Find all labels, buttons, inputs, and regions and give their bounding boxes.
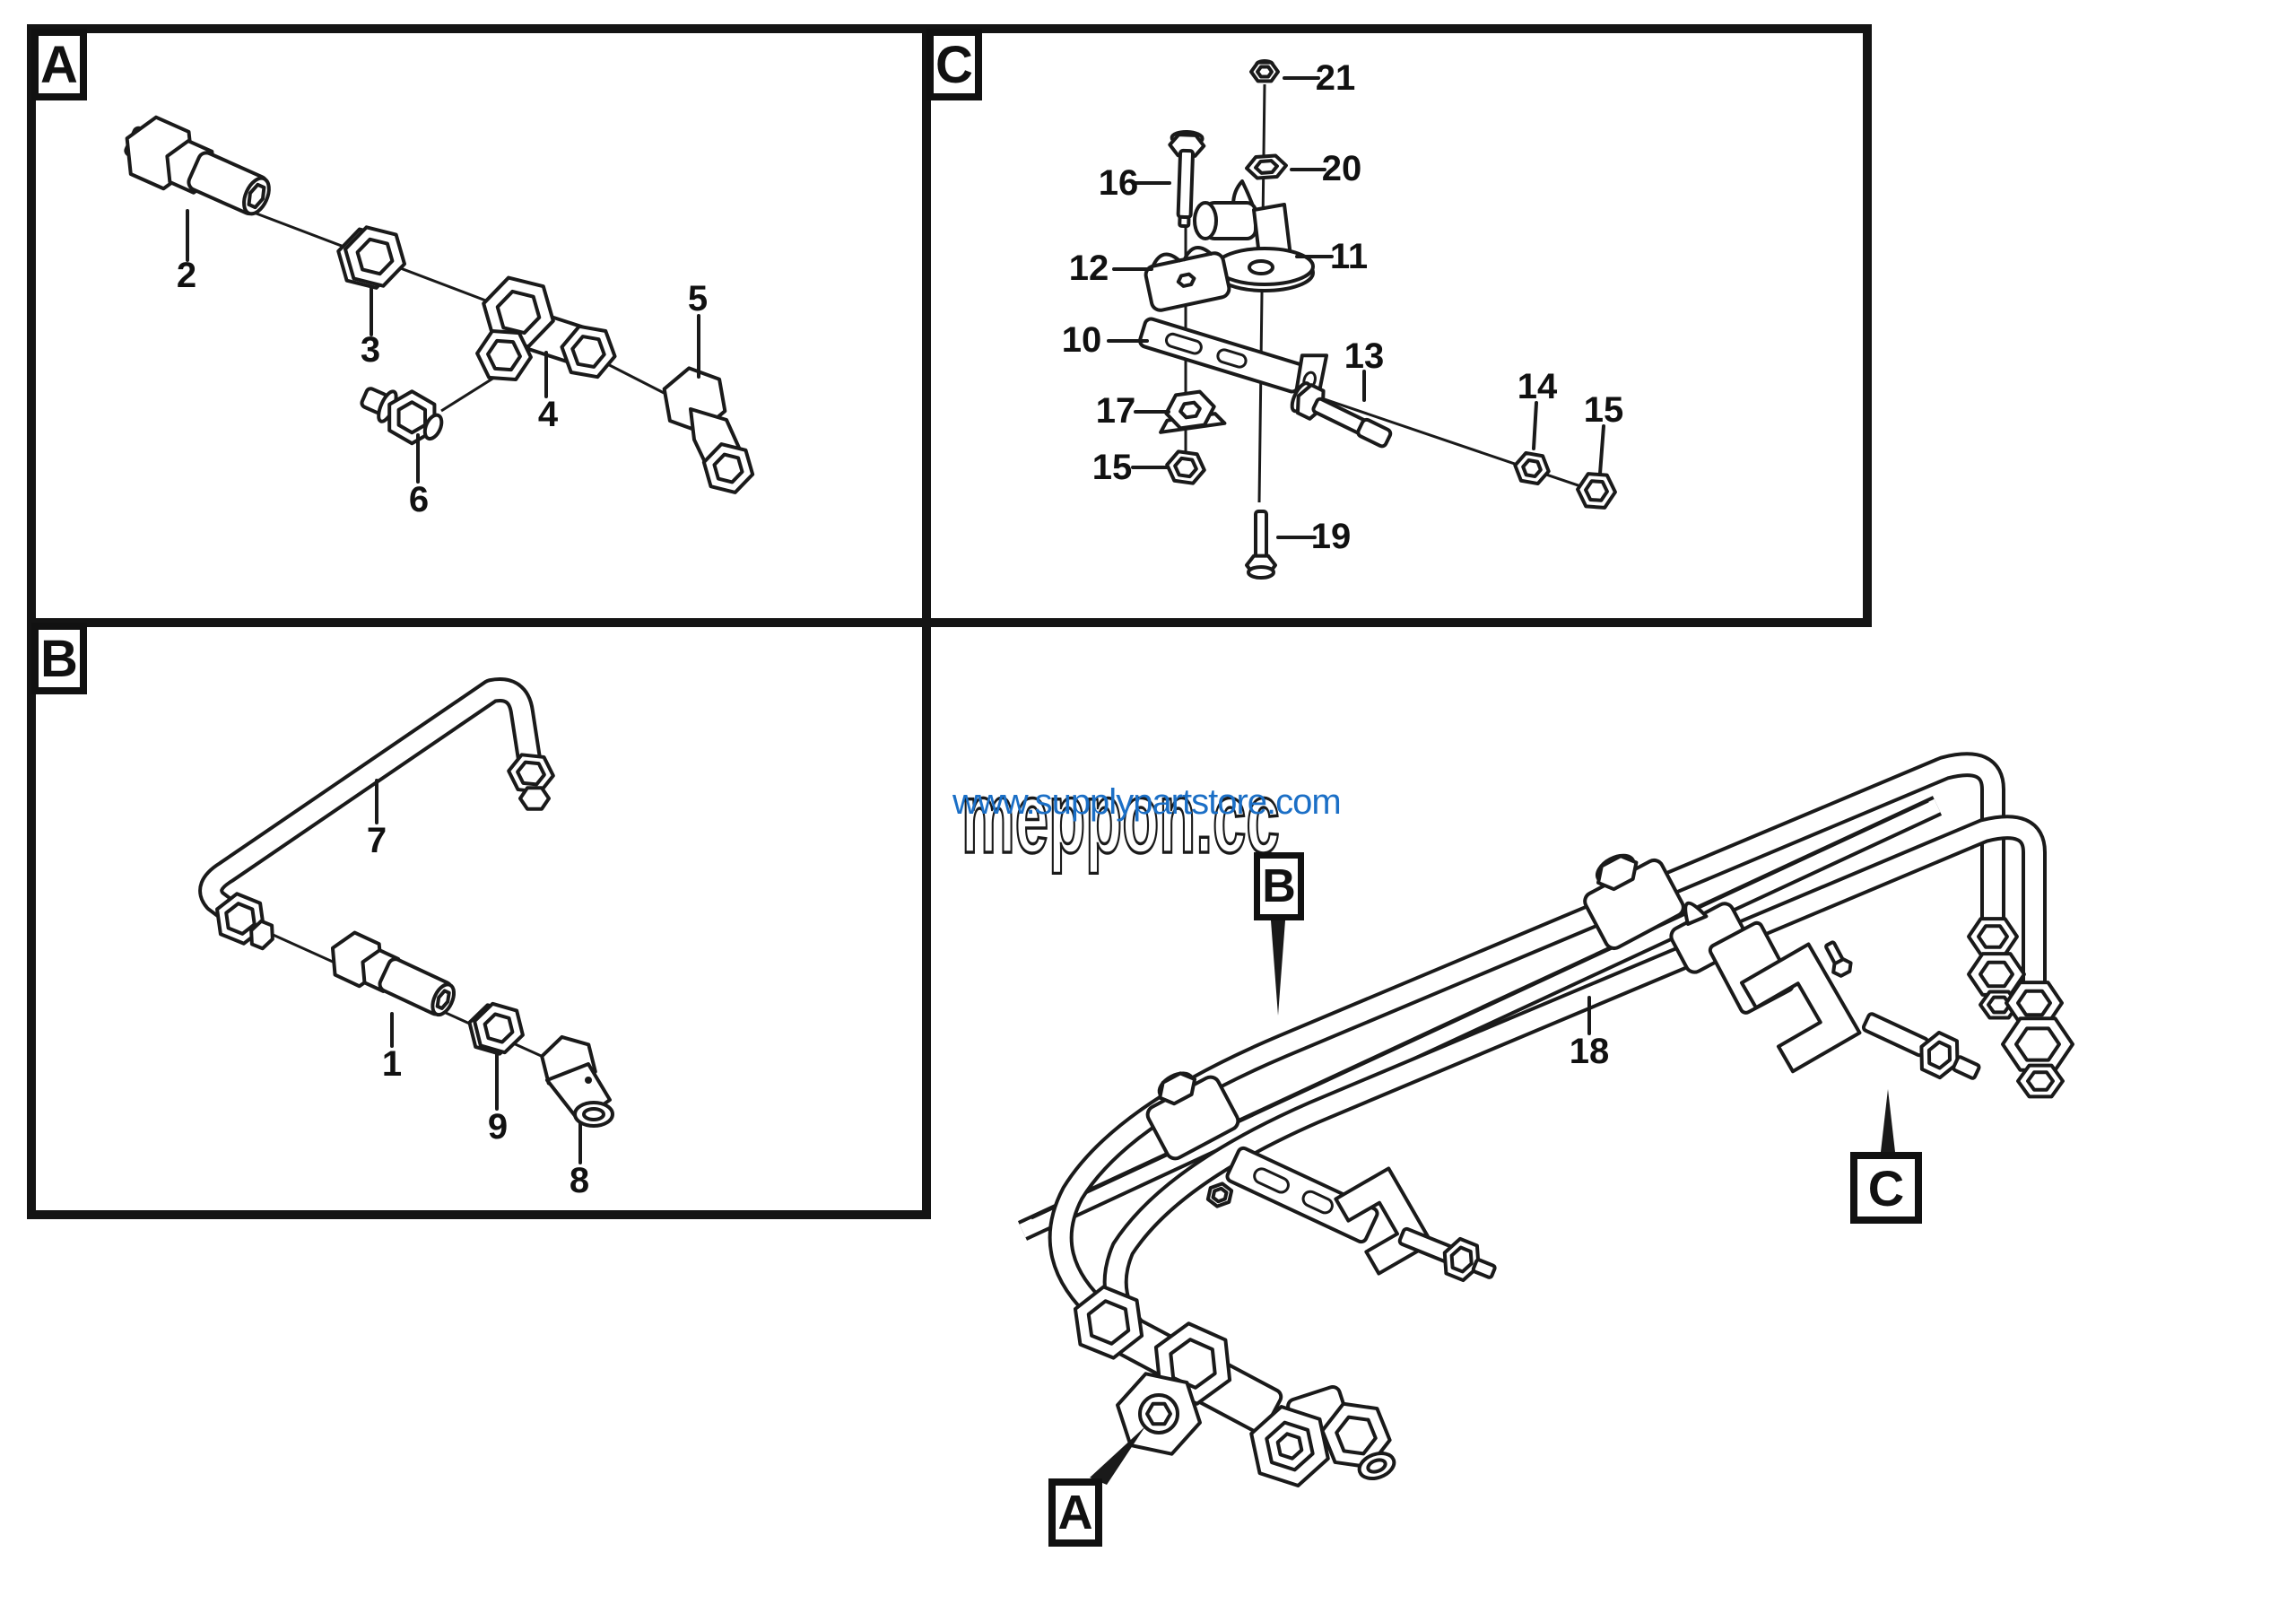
panel-b-letter: B bbox=[40, 629, 78, 688]
part-11-bracket bbox=[1193, 179, 1315, 292]
callout-b-arrow bbox=[1271, 920, 1285, 1016]
rear-pipe bbox=[1048, 752, 2005, 1323]
panel-a-letter: A bbox=[40, 35, 78, 94]
part-label-19: 19 bbox=[1310, 517, 1352, 556]
main-callout-a-box: A bbox=[1048, 1478, 1102, 1547]
part-6-connector bbox=[354, 373, 450, 453]
part-1-fitting bbox=[323, 927, 461, 1025]
panel-c-letter: C bbox=[935, 35, 973, 94]
panel-c-art bbox=[1107, 61, 1616, 578]
panel-frames bbox=[27, 24, 1872, 1219]
main-callout-b-letter: B bbox=[1262, 860, 1296, 912]
manifold-cluster bbox=[1064, 1280, 1397, 1492]
part-label-9: 9 bbox=[487, 1107, 509, 1147]
part-label-3: 3 bbox=[360, 330, 381, 370]
watermark-brand-text: meppon.cc bbox=[961, 762, 1281, 874]
panel-a-art bbox=[115, 110, 759, 496]
part-label-18: 18 bbox=[1569, 1032, 1610, 1071]
part-label-1: 1 bbox=[381, 1044, 403, 1084]
part-21-nut bbox=[1251, 61, 1278, 81]
lower-clamp-group bbox=[1136, 1058, 1500, 1289]
part-9-nut bbox=[464, 999, 529, 1059]
main-callout-a-letter: A bbox=[1057, 1486, 1093, 1539]
panel-b-art bbox=[209, 677, 613, 1164]
panel-b-leader-lines bbox=[375, 779, 582, 1164]
panel-c-leader-lines bbox=[1107, 76, 1605, 539]
part-13-bolt bbox=[1289, 380, 1393, 454]
panel-b-label-box: B bbox=[31, 623, 87, 694]
callout-c-arrow bbox=[1881, 1089, 1895, 1152]
part-5-elbow bbox=[655, 362, 758, 495]
part-16-bolt bbox=[1167, 131, 1205, 229]
part-label-2: 2 bbox=[176, 256, 197, 295]
part-label-5: 5 bbox=[687, 279, 709, 318]
part-19-bolt bbox=[1247, 510, 1275, 578]
part-label-10: 10 bbox=[1061, 320, 1102, 360]
upper-clamp-group bbox=[1572, 839, 1986, 1091]
panel-c-label-box: C bbox=[926, 29, 982, 100]
main-callout-c-box: C bbox=[1850, 1152, 1922, 1224]
part-label-4: 4 bbox=[537, 395, 559, 434]
part-label-21: 21 bbox=[1315, 58, 1356, 98]
part-label-20: 20 bbox=[1321, 149, 1362, 188]
part-12-clamp-block bbox=[1144, 246, 1231, 312]
part-label-15-right: 15 bbox=[1583, 390, 1624, 430]
part-14-nut bbox=[1513, 451, 1552, 484]
main-callout-b-box: B bbox=[1254, 852, 1304, 920]
bracket-bar-18 bbox=[1017, 796, 1943, 1241]
main-callout-c-letter: C bbox=[1867, 1159, 1905, 1216]
part-label-12: 12 bbox=[1068, 249, 1109, 288]
part-label-13: 13 bbox=[1344, 336, 1385, 376]
part-label-17: 17 bbox=[1095, 391, 1136, 431]
part-7-pipe bbox=[209, 677, 555, 951]
part-label-15-left: 15 bbox=[1091, 448, 1133, 487]
panel-a-leader-lines bbox=[186, 209, 700, 484]
part-17-flange-nut bbox=[1156, 388, 1225, 432]
part-8-elbow bbox=[535, 1033, 613, 1126]
part-2-fitting bbox=[115, 110, 279, 229]
panel-a-label-box: A bbox=[31, 29, 87, 100]
part-label-8: 8 bbox=[569, 1161, 590, 1200]
part-4-tee-fitting bbox=[475, 274, 619, 380]
part-label-11: 11 bbox=[1329, 237, 1369, 276]
part-3-nut bbox=[332, 222, 411, 293]
main-assembly-art bbox=[1017, 752, 2073, 1492]
part-label-14: 14 bbox=[1517, 367, 1558, 406]
part-label-7: 7 bbox=[366, 821, 387, 860]
callout-a-arrow bbox=[1090, 1426, 1145, 1485]
part-15-nut-right bbox=[1577, 473, 1616, 508]
watermark-store-url: www.supplypartstore.com bbox=[952, 782, 1342, 822]
part-20-washer bbox=[1246, 155, 1287, 179]
front-pipe-end-fittings bbox=[2003, 982, 2073, 1096]
part-label-6: 6 bbox=[408, 480, 430, 519]
part-15-nut-left bbox=[1165, 450, 1206, 484]
part-label-16: 16 bbox=[1098, 163, 1139, 203]
